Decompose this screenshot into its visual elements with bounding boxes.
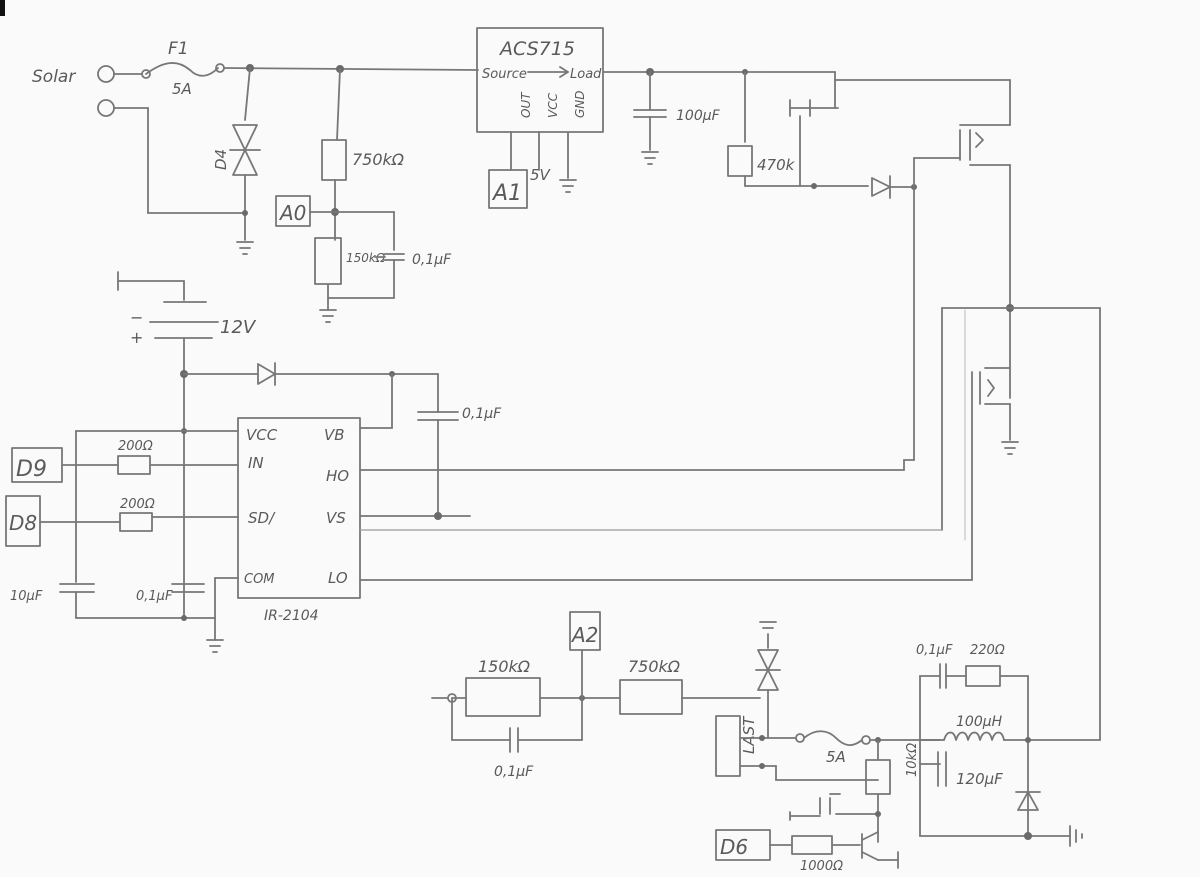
pin-last-box bbox=[715, 715, 741, 777]
input-d8: D8 200Ω bbox=[5, 495, 239, 547]
supply-5v-label: 5V bbox=[530, 166, 552, 184]
resistor-470k bbox=[727, 145, 753, 177]
current-sensor-acs715: ACS715 Source Load OUT VCC GND A1 5V bbox=[476, 27, 604, 209]
r-150k-a2-label: 150kΩ bbox=[478, 657, 531, 676]
r-10k-label: 10kΩ bbox=[905, 743, 920, 777]
driver-vb-pin: VB bbox=[324, 426, 345, 444]
sensor-source-pin: Source bbox=[482, 67, 527, 82]
mosfet-high-side bbox=[913, 79, 1014, 461]
ground-symbol bbox=[236, 241, 254, 255]
output-switch: 10kΩ bbox=[789, 739, 920, 843]
resistor-200-sd bbox=[119, 512, 153, 532]
resistor-150k bbox=[314, 237, 342, 285]
c-01uf-label: 0,1µF bbox=[136, 589, 173, 604]
solar-input: Solar bbox=[32, 65, 246, 214]
divider-a0: 750kΩ A0 150kΩ 0,1µF bbox=[275, 68, 452, 323]
driver-vs-pin: VS bbox=[326, 509, 346, 527]
c-out-label: 120µF bbox=[956, 770, 1003, 788]
r-sd-label: 200Ω bbox=[120, 497, 155, 512]
battery-minus: − bbox=[130, 308, 143, 327]
sensor-vcc-pin: VCC bbox=[546, 92, 560, 118]
fuse-f1: F1 5A bbox=[141, 39, 225, 98]
r-snubber-label: 220Ω bbox=[970, 643, 1005, 658]
tvs-d4-label: D4 bbox=[212, 149, 230, 170]
fuse-f1-rating: 5A bbox=[172, 80, 192, 98]
driver-vcc-pin: VCC bbox=[246, 426, 278, 444]
r-750k-a2-label: 750kΩ bbox=[628, 657, 681, 676]
resistor-1000 bbox=[791, 835, 833, 855]
pin-a0-box bbox=[275, 195, 311, 227]
pin-a2-box bbox=[569, 611, 601, 651]
gate-driver-ir2104: VCC IN SD/ COM VB HO VS LO IR-2104 bbox=[237, 417, 361, 624]
battery-12v: − + 12V bbox=[117, 271, 257, 621]
tvs-diode-d4: D4 bbox=[212, 67, 261, 255]
battery-12v-label: 12V bbox=[220, 317, 257, 338]
bootstrap: 0,1µF bbox=[183, 362, 502, 517]
c-divider-label: 0,1µF bbox=[412, 252, 452, 268]
r-base-label: 1000Ω bbox=[800, 859, 843, 873]
inductor-100uh: 100µH bbox=[919, 714, 1101, 743]
tvs-output bbox=[755, 621, 781, 739]
battery-plus: + bbox=[130, 328, 143, 347]
pin-last-label: LAST bbox=[740, 715, 758, 754]
input-d6: D6 1000Ω bbox=[715, 829, 899, 874]
capacitor-120uf: 120µF bbox=[919, 751, 1003, 788]
vcc-decoupling: 10µF 0,1µF bbox=[10, 430, 239, 653]
fuse-f1-ref: F1 bbox=[168, 39, 189, 59]
resistor-220 bbox=[965, 665, 1001, 687]
sensor-name: ACS715 bbox=[498, 38, 575, 60]
pin-d6-label: D6 bbox=[720, 835, 748, 859]
resistor-150k-a2 bbox=[465, 677, 541, 717]
c-bulk-label: 100µF bbox=[676, 108, 721, 124]
pin-a1-label: A1 bbox=[491, 181, 522, 206]
resistor-750k bbox=[321, 139, 347, 181]
ground-symbol bbox=[559, 179, 577, 193]
r-470k-label: 470k bbox=[757, 156, 796, 174]
sensor-gnd-pin: GND bbox=[573, 90, 587, 118]
r-750k-label: 750kΩ bbox=[352, 150, 405, 169]
driver-sd-pin: SD/ bbox=[248, 509, 276, 527]
c-boot-label: 0,1µF bbox=[462, 406, 502, 422]
resistor-10k bbox=[865, 759, 891, 795]
driver-lo-pin: LO bbox=[328, 569, 348, 587]
c-a2-label: 0,1µF bbox=[494, 764, 534, 780]
pin-a2-label: A2 bbox=[570, 623, 598, 647]
solar-label: Solar bbox=[32, 67, 76, 87]
corner-mark bbox=[0, 0, 5, 16]
divider-a2: 150kΩ A2 750kΩ 0,1µF bbox=[431, 611, 761, 780]
driver-in-pin: IN bbox=[248, 454, 264, 472]
load-connector: LAST bbox=[715, 715, 879, 781]
snubber: 0,1µF 220Ω bbox=[916, 643, 1029, 837]
solar-terminal-positive bbox=[97, 65, 115, 83]
capacitor-100uf: 100µF bbox=[633, 71, 721, 165]
solar-terminal-negative bbox=[97, 99, 115, 117]
inductor-label: 100µH bbox=[956, 714, 1003, 730]
pin-d9-label: D9 bbox=[16, 457, 47, 482]
resistor-200-in bbox=[117, 455, 151, 475]
sensor-load-pin: Load bbox=[570, 67, 602, 82]
c-10uf-label: 10µF bbox=[10, 589, 43, 604]
r-in-label: 200Ω bbox=[118, 439, 153, 454]
diode-gate bbox=[871, 175, 917, 199]
r-150k-label: 150kΩ bbox=[346, 251, 386, 265]
input-d9: D9 200Ω bbox=[11, 439, 239, 483]
pin-a1-box bbox=[488, 169, 528, 209]
top-rail bbox=[223, 67, 479, 71]
c-snubber-label: 0,1µF bbox=[916, 643, 953, 658]
ground-symbol bbox=[319, 309, 337, 323]
pin-d8-label: D8 bbox=[9, 511, 37, 535]
resistor-750k-a2 bbox=[619, 679, 683, 715]
freewheel-diode bbox=[919, 791, 1083, 847]
sensor-out-pin: OUT bbox=[519, 91, 533, 118]
driver-name: IR-2104 bbox=[264, 608, 319, 624]
mosfet-input: 470k bbox=[727, 71, 1011, 189]
pin-d8-box bbox=[5, 495, 41, 547]
mosfet-low-side bbox=[971, 367, 1019, 581]
fuse-out-label: 5A bbox=[826, 748, 846, 766]
driver-ho-pin: HO bbox=[326, 467, 349, 485]
pin-a0-label: A0 bbox=[278, 201, 306, 225]
driver-com-pin: COM bbox=[244, 572, 275, 587]
